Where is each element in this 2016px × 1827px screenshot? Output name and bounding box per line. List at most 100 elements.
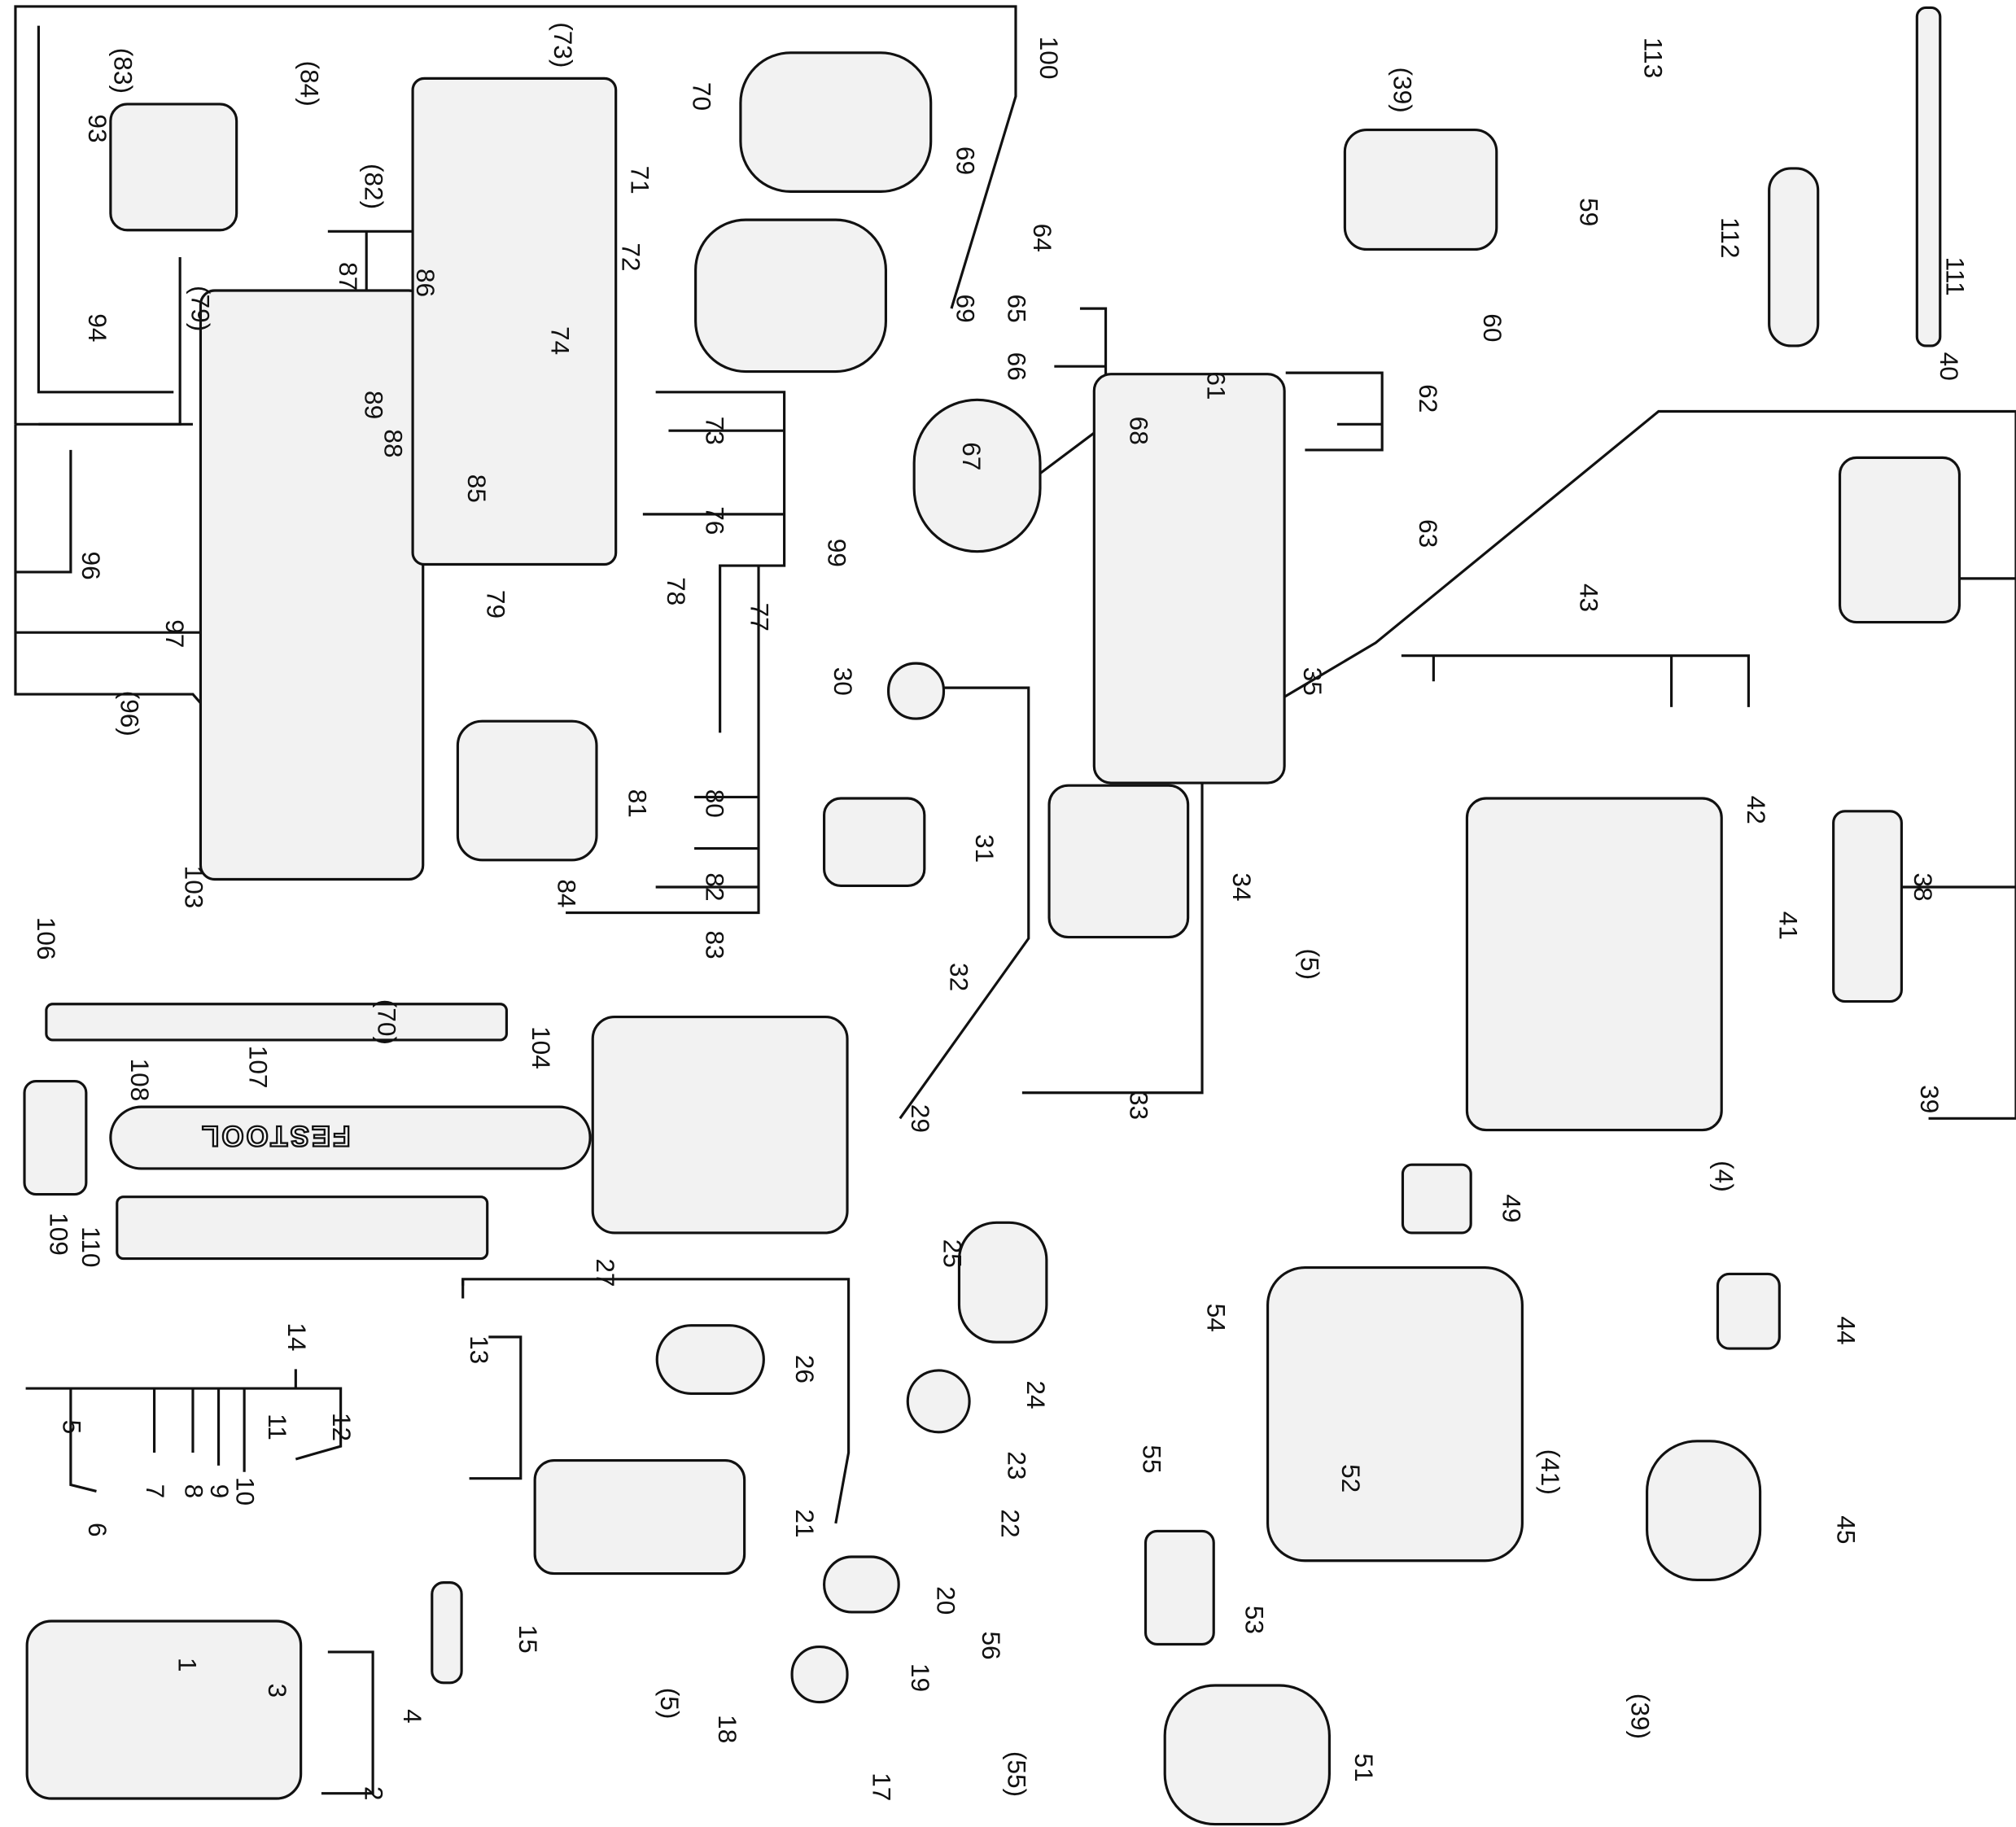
- part-number-label: 100: [1034, 36, 1062, 80]
- part-number-label: 12: [326, 1412, 355, 1442]
- part-number-label: (79): [185, 286, 214, 332]
- part-number-label: 63: [1413, 519, 1441, 549]
- part-number-label: 69: [950, 294, 979, 323]
- part-number-label: 17: [866, 1772, 895, 1802]
- part-number-label: 31: [969, 834, 998, 863]
- guide-bar: [109, 1105, 592, 1170]
- grip-piece: [1716, 1272, 1781, 1350]
- part-number-label: 113: [1638, 37, 1667, 79]
- gear-housing: [591, 1015, 849, 1235]
- part-number-label: (5): [1294, 948, 1323, 981]
- part-number-label: 25: [937, 1239, 966, 1268]
- part-number-label: 11: [262, 1414, 291, 1440]
- part-number-label: 29: [905, 1104, 934, 1133]
- part-number-label: 72: [615, 243, 645, 272]
- part-number-label: 15: [513, 1624, 542, 1654]
- part-number-label: (84): [294, 60, 323, 107]
- part-number-label: 22: [995, 1509, 1024, 1538]
- part-number-label: 38: [1908, 872, 1937, 902]
- part-number-label: 84: [551, 879, 580, 908]
- part-number-label: 1: [172, 1657, 201, 1672]
- part-number-label: 111: [1939, 256, 1969, 296]
- part-number-label: 96: [76, 551, 104, 580]
- part-number-label: 56: [975, 1631, 1004, 1660]
- part-number-label: 78: [660, 577, 689, 606]
- part-number-label: 8: [178, 1484, 208, 1499]
- part-number-label: 10: [230, 1476, 259, 1506]
- part-number-label: 104: [526, 1026, 554, 1069]
- switch: [1401, 1163, 1472, 1235]
- part-number-label: 103: [178, 865, 208, 909]
- part-number-label: 89: [358, 391, 387, 420]
- part-number-label: 34: [1227, 872, 1255, 902]
- spindle: [957, 1221, 1048, 1344]
- part-number-label: (39): [1387, 67, 1416, 113]
- part-number-label: 30: [828, 667, 857, 696]
- pin: [431, 1581, 463, 1685]
- part-number-label: 59: [1573, 198, 1603, 227]
- grip-cover: [1832, 810, 1903, 1003]
- part-number-label: 110: [76, 1226, 104, 1268]
- part-number-label: 42: [1740, 795, 1769, 824]
- part-number-label: 4: [397, 1709, 426, 1724]
- angle-segment: [456, 719, 598, 862]
- part-number-label: (39): [1625, 1693, 1654, 1740]
- electronics-module: [1838, 456, 1961, 624]
- part-number-label: (5): [654, 1687, 683, 1720]
- part-number-label: 32: [943, 962, 973, 992]
- part-number-label: (82): [358, 163, 387, 210]
- brush-holder: [823, 797, 926, 887]
- part-number-label: 6: [82, 1523, 111, 1537]
- cover: [1163, 1684, 1331, 1826]
- part-number-label: 107: [243, 1045, 272, 1089]
- blade-guard: [694, 218, 887, 374]
- part-number-label: 14: [281, 1322, 310, 1352]
- part-number-label: 94: [82, 313, 111, 343]
- part-number-label: 76: [699, 506, 728, 535]
- part-number-label: 71: [624, 165, 654, 195]
- part-number-label: 74: [544, 326, 574, 356]
- washer: [823, 1555, 900, 1614]
- part-number-label: 18: [712, 1715, 741, 1744]
- part-number-label: 41: [1773, 911, 1802, 940]
- part-number-label: (55): [1001, 1751, 1030, 1798]
- part-number-label: 87: [333, 262, 361, 291]
- bearing: [886, 662, 946, 720]
- cable-sleeve: [1768, 167, 1820, 347]
- part-number-label: 45: [1830, 1515, 1860, 1545]
- part-number-label: 39: [1914, 1085, 1943, 1114]
- part-number-label: 109: [43, 1213, 72, 1256]
- part-number-label: 106: [30, 916, 59, 960]
- part-number-label: 43: [1573, 583, 1603, 613]
- part-number-label: (73): [547, 22, 576, 68]
- part-number-label: (4): [1708, 1160, 1738, 1192]
- housing-bracket: [109, 103, 238, 232]
- part-number-label: 3: [262, 1683, 291, 1698]
- sprocket: [790, 1646, 849, 1704]
- part-number-label: (41): [1535, 1449, 1563, 1495]
- part-number-label: 5: [56, 1419, 85, 1435]
- part-number-label: (83): [107, 47, 137, 94]
- festool-logo: FESTOOL: [199, 1119, 352, 1153]
- power-cable: [1915, 6, 1942, 347]
- end-cap: [1646, 1440, 1762, 1582]
- part-number-label: 70: [686, 81, 715, 111]
- base-plate: [199, 289, 425, 881]
- bearing: [906, 1369, 971, 1434]
- part-number-label: (70): [371, 999, 400, 1045]
- part-number-label: 51: [1349, 1753, 1377, 1782]
- part-number-label: 83: [699, 930, 728, 959]
- part-number-label: 66: [1001, 352, 1030, 381]
- part-number-label: 112: [1715, 217, 1744, 259]
- part-number-label: 54: [1200, 1303, 1230, 1332]
- part-number-label: 85: [461, 474, 490, 503]
- front-handle: [25, 1619, 303, 1800]
- part-number-label: 44: [1830, 1316, 1860, 1345]
- part-number-label: 73: [699, 416, 728, 445]
- part-number-label: 93: [82, 114, 111, 143]
- part-number-label: 77: [744, 602, 773, 632]
- part-number-label: 20: [930, 1586, 960, 1615]
- part-number-label: 64: [1027, 223, 1056, 252]
- part-number-label: 69: [950, 146, 979, 176]
